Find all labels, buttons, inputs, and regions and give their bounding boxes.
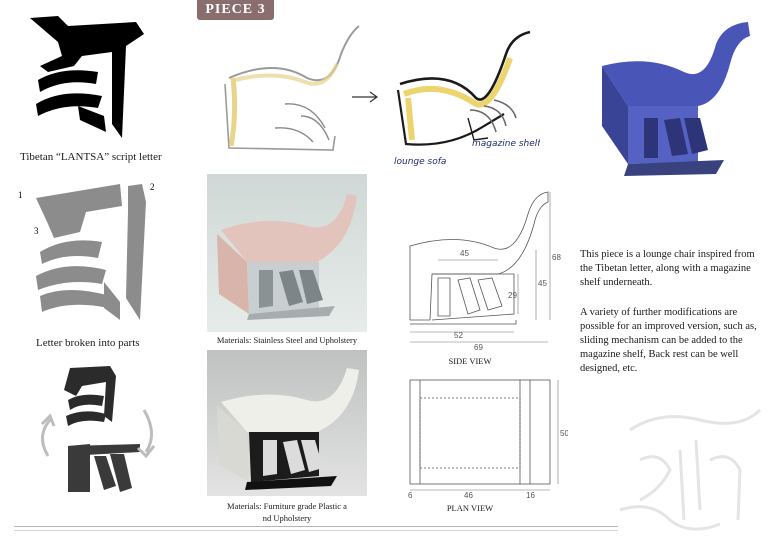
render1-caption: Materials: Stainless Steel and Upholster… — [216, 335, 358, 345]
sketch-early — [224, 25, 360, 151]
render-white-chair — [207, 350, 367, 496]
side-dim-shelf-height: 29 — [508, 291, 517, 300]
part-label-3: 3 — [34, 226, 39, 236]
description-para-2: A variety of further modifications are p… — [580, 307, 757, 374]
render2-caption-line2: nd Upholstery — [262, 513, 312, 523]
plan-dim-left: 6 — [408, 491, 413, 500]
rotation-diagram — [40, 366, 156, 492]
side-view-drawing: 45 29 52 69 45 68 — [409, 191, 561, 352]
side-dim-total-height: 68 — [552, 253, 561, 262]
bottom-rule — [14, 526, 618, 527]
sketch-note-lounge: lounge sofa — [394, 157, 446, 167]
side-dim-base: 52 — [454, 331, 463, 340]
tibetan-letter-glyph — [30, 16, 144, 138]
piece-tag: PIECE 3 — [197, 0, 274, 20]
render2-caption-line1: Materials: Furniture grade Plastic a — [227, 501, 347, 511]
arrow-right-icon — [352, 91, 379, 103]
plan-dim-depth: 50 — [560, 429, 568, 438]
bottom-rule-2 — [14, 530, 618, 531]
side-dim-seat: 45 — [460, 249, 469, 258]
side-dim-length: 69 — [474, 343, 483, 352]
render-pink-chair — [207, 174, 367, 332]
part-label-1: 1 — [18, 190, 23, 200]
rotate-arrow-icon-2 — [136, 445, 156, 459]
side-view-label: SIDE VIEW — [448, 356, 492, 366]
parts-caption: Letter broken into parts — [36, 337, 140, 349]
plan-view-drawing: 6 46 16 50 — [408, 379, 568, 500]
letter-parts-diagram: 1 2 3 — [18, 182, 155, 320]
render-blue-chair — [602, 22, 750, 176]
sketch-refined: lounge sofa magazine shelf — [394, 30, 540, 167]
description-para-1: This piece is a lounge chair inspired fr… — [580, 249, 755, 288]
sketch-note-shelf: magazine shelf — [472, 139, 540, 149]
render2-caption: Materials: Furniture grade Plastic a nd … — [200, 500, 374, 524]
part-label-2: 2 — [150, 182, 155, 192]
plan-dim-right: 16 — [526, 491, 535, 500]
calligraphy-watermark — [619, 408, 762, 531]
plan-view-label: PLAN VIEW — [446, 503, 494, 513]
rotate-arrow-icon — [40, 413, 56, 427]
side-dim-seat-height: 45 — [538, 279, 547, 288]
letter-caption: Tibetan “LANTSA” script letter — [20, 151, 162, 163]
plan-dim-middle: 46 — [464, 491, 473, 500]
